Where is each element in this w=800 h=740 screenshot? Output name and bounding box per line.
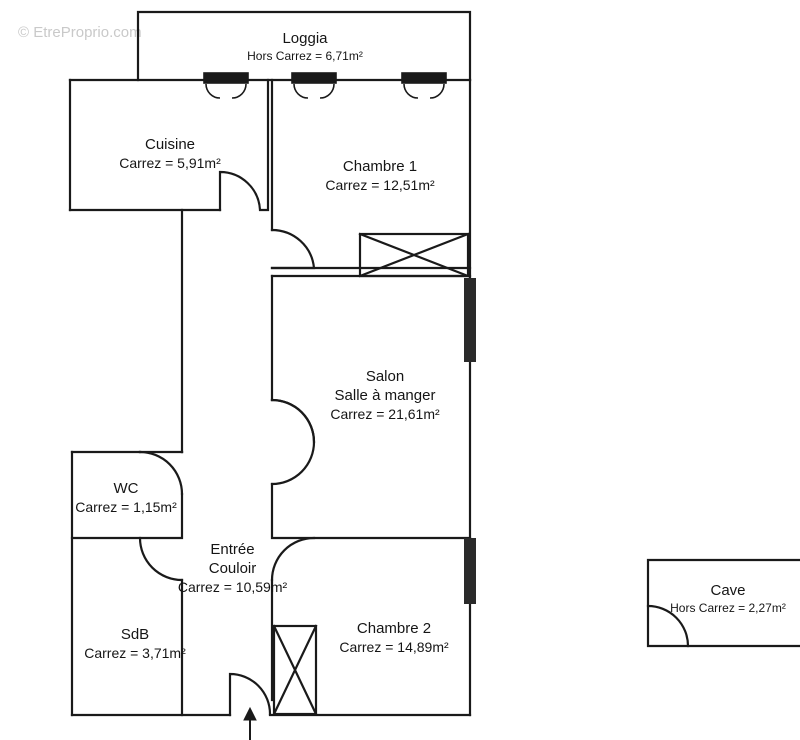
wc-name: WC <box>113 480 139 497</box>
chambre1-door <box>270 228 316 270</box>
loggia-label: Loggia Hors Carrez = 6,71m² <box>205 30 405 64</box>
cuisine-door <box>218 170 270 212</box>
salon-name: Salon <box>365 368 405 385</box>
salon-area: Carrez = 21,61m² <box>330 405 440 422</box>
cave-area: Hors Carrez = 2,27m² <box>670 600 786 615</box>
loggia-area: Hors Carrez = 6,71m² <box>247 48 363 63</box>
sdb-area: Carrez = 3,71m² <box>84 644 186 661</box>
cave-door <box>646 604 690 648</box>
chambre2-name: Chambre 2 <box>356 620 432 637</box>
loggia-name: Loggia <box>282 30 328 47</box>
chambre2-door <box>270 536 316 582</box>
cuisine-name: Cuisine <box>144 136 196 153</box>
window-chambre2-icon <box>464 538 476 604</box>
sdb-name: SdB <box>120 626 150 643</box>
loggia-walls <box>136 10 472 82</box>
entree-name: Entrée <box>210 541 255 558</box>
cave-name: Cave <box>710 582 746 599</box>
chambre1-wardrobe <box>358 232 470 278</box>
chambre2-label: Chambre 2 Carrez = 14,89m² <box>314 620 474 656</box>
salon-name2: Salle à manger <box>334 386 436 404</box>
chambre1-label: Chambre 1 Carrez = 12,51m² <box>290 158 470 194</box>
chambre1-area: Carrez = 12,51m² <box>325 176 435 193</box>
chambre2-wardrobe <box>272 624 318 716</box>
outer-wall-left <box>68 78 74 717</box>
window-chambre1-left-icon <box>291 72 337 99</box>
sdb-label: SdB Carrez = 3,71m² <box>70 626 200 662</box>
entree-label: Entrée Couloir Carrez = 10,59m² <box>160 541 305 596</box>
cave-label: Cave Hors Carrez = 2,27m² <box>656 582 800 616</box>
entrance-door <box>228 672 272 717</box>
wc-label: WC Carrez = 1,15m² <box>56 480 196 516</box>
cuisine-label: Cuisine Carrez = 5,91m² <box>85 136 255 172</box>
entree-name2: Couloir <box>208 559 257 577</box>
salon-label: Salon Salle à manger Carrez = 21,61m² <box>300 368 470 423</box>
window-cuisine-icon <box>203 72 249 99</box>
window-chambre1-right-icon <box>401 72 447 99</box>
window-salon-icon <box>464 278 476 362</box>
entrance-arrow <box>243 706 257 740</box>
entree-area: Carrez = 10,59m² <box>177 578 288 595</box>
chambre1-name: Chambre 1 <box>342 158 418 175</box>
chambre2-area: Carrez = 14,89m² <box>339 638 449 655</box>
watermark: © EtreProprio.com <box>18 24 142 41</box>
wc-area: Carrez = 1,15m² <box>75 498 177 515</box>
cuisine-area: Carrez = 5,91m² <box>119 154 221 171</box>
cave-walls <box>646 558 800 648</box>
sdb-door <box>138 536 184 582</box>
